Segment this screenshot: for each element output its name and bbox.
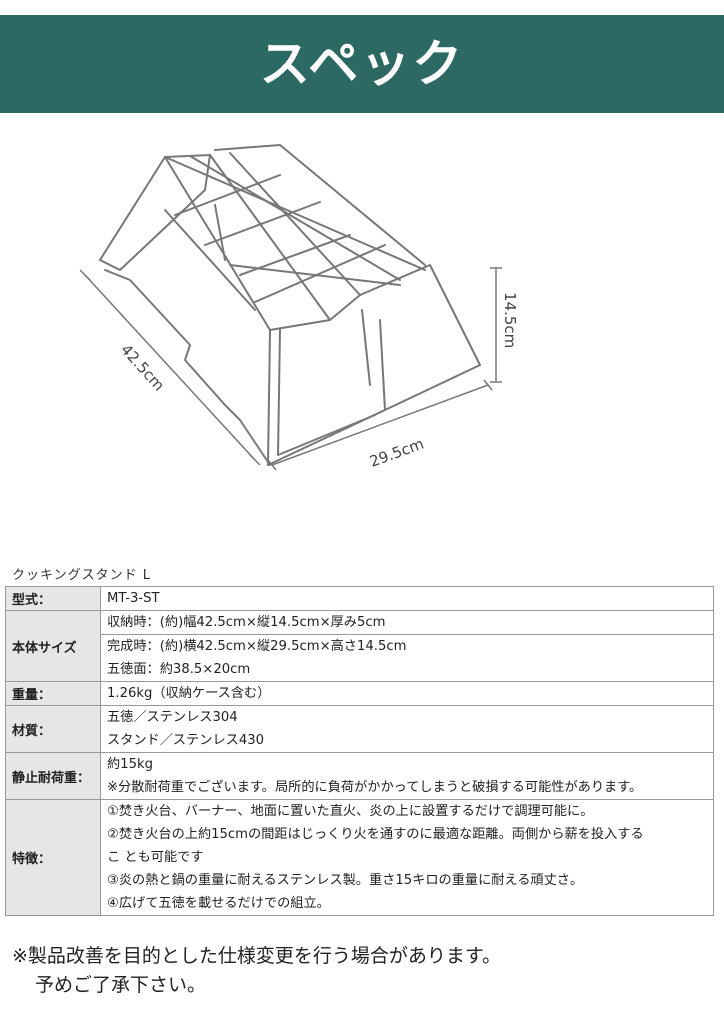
width-dimension: 42.5cm bbox=[117, 341, 168, 395]
spec-row-size: 本体サイズ 収納時：(約)幅42.5cm×縦14.5cm×厚み5cm 完成時：(… bbox=[5, 610, 714, 682]
spec-label: 本体サイズ bbox=[5, 610, 101, 682]
spec-row-load: 静止耐荷重： 約15kg ※分散耐荷重でございます。局所的に負荷がかかってしまう… bbox=[5, 752, 714, 800]
product-name: クッキングスタンド L bbox=[12, 568, 151, 583]
spec-value: 完成時：(約)横42.5cm×縦29.5cm×高さ14.5cm bbox=[107, 639, 407, 654]
spec-row-weight: 重量： 1.26kg（収納ケース含む） bbox=[5, 681, 714, 706]
product-diagram: 42.5cm 29.5cm 14.5cm bbox=[0, 120, 724, 550]
spec-value: 五徳面：約38.5×20cm bbox=[107, 662, 251, 677]
spec-table: 型式： MT-3-ST 本体サイズ 収納時：(約)幅42.5cm×縦14.5cm… bbox=[5, 586, 714, 916]
spec-row-features: 特徴： ①焚き火台、バーナー、地面に置いた直火、炎の上に設置するだけで調理可能に… bbox=[5, 799, 714, 916]
spec-value: 1.26kg（収納ケース含む） bbox=[107, 686, 271, 701]
page-title: スペック bbox=[259, 35, 465, 93]
spec-label: 重量： bbox=[5, 681, 101, 706]
spec-change-notice: ※製品改善を目的とした仕様変更を行う場合があります。 予めご了承下さい。 bbox=[12, 942, 501, 1000]
spec-value: ②焚き火台の上約15cmの間距はじっくり火を通すのに最適な距離。両側から薪を投入… bbox=[107, 827, 644, 842]
spec-value: 収納時：(約)幅42.5cm×縦14.5cm×厚み5cm bbox=[107, 615, 386, 630]
depth-dimension: 29.5cm bbox=[367, 435, 426, 471]
page-header: スペック bbox=[0, 15, 724, 113]
height-dimension: 14.5cm bbox=[501, 292, 519, 348]
spec-row-model: 型式： MT-3-ST bbox=[5, 586, 714, 611]
spec-value: 五徳／ステンレス304 bbox=[107, 710, 238, 725]
spec-label: 材質： bbox=[5, 705, 101, 753]
spec-value: こ とも可能です bbox=[107, 850, 204, 865]
spec-value: MT-3-ST bbox=[107, 591, 160, 606]
spec-value: スタンド／ステンレス430 bbox=[107, 733, 265, 748]
notice-line: 予めご了承下さい。 bbox=[35, 974, 207, 996]
spec-value: ③炎の熱と鍋の重量に耐えるステンレス製。重さ15キロの重量に耐える頑丈さ。 bbox=[107, 873, 584, 888]
notice-line: ※製品改善を目的とした仕様変更を行う場合があります。 bbox=[12, 945, 502, 967]
spec-label: 静止耐荷重： bbox=[5, 752, 101, 800]
cooking-stand-illustration: 42.5cm 29.5cm 14.5cm bbox=[79, 144, 519, 471]
spec-label: 特徴： bbox=[5, 799, 101, 916]
spec-value: ①焚き火台、バーナー、地面に置いた直火、炎の上に設置するだけで調理可能に。 bbox=[107, 804, 594, 819]
spec-value: 約15kg bbox=[107, 757, 153, 772]
spec-row-material: 材質： 五徳／ステンレス304 スタンド／ステンレス430 bbox=[5, 705, 714, 753]
spec-value: ※分散耐荷重でございます。局所的に負荷がかかってしまうと破損する可能性があります… bbox=[107, 780, 643, 795]
spec-label: 型式： bbox=[5, 586, 101, 611]
spec-value: ④広げて五徳を載せるだけでの組立。 bbox=[107, 896, 330, 911]
